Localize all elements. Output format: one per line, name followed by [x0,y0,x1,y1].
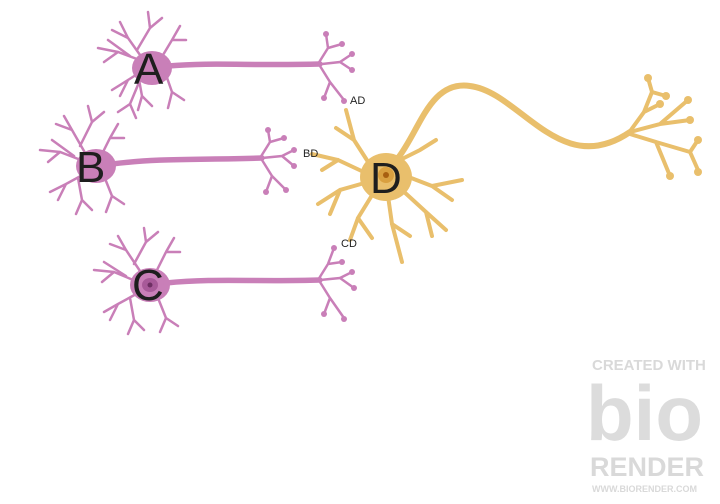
neuron-b-label: B [76,143,105,192]
synapse-bd-label: BD [303,148,318,160]
synapse-ad-label: AD [350,95,365,107]
neuron-c [92,226,357,336]
neuron-c-bulbs [321,245,357,322]
neuron-c-nucleolus [147,282,153,288]
neuron-a-axon [165,61,323,69]
neuron-a [96,10,355,120]
watermark-logo: bio [586,369,703,457]
neuron-c-axon-terminals [316,246,356,320]
biorender-watermark: CREATED WITH bio RENDER WWW.BIORENDER.CO… [586,357,706,494]
watermark-render: RENDER [590,452,704,482]
neuron-d-axon-terminals [626,76,700,178]
neuron-d-bulbs [644,74,702,180]
neuron-a-bulbs [321,31,355,104]
neuron-a-dendrites [96,10,188,120]
neuron-b [38,104,297,216]
neuron-c-axon [163,277,323,286]
neuron-b-bulbs [263,127,297,195]
watermark-url: WWW.BIORENDER.COM [592,484,697,494]
neuron-d-dendrites [310,108,464,264]
neuron-d-nucleolus [383,172,389,178]
watermark-created-with: CREATED WITH [592,357,706,374]
neuron-b-soma [76,149,116,183]
neuron-c-label: C [132,261,164,310]
neuron-a-axon-terminals [316,32,354,102]
neuron-b-axon [109,155,265,167]
neuron-a-soma [132,51,172,85]
neuron-b-dendrites [38,104,126,216]
neuron-d-axon [395,82,633,161]
synapse-cd-label: CD [341,238,357,250]
neuron-b-axon-terminals [258,128,296,194]
neuron-d [310,74,702,264]
neuron-a-label: A [134,45,164,94]
neuron-d-label: D [370,154,402,203]
neuron-c-dendrites [92,226,182,336]
